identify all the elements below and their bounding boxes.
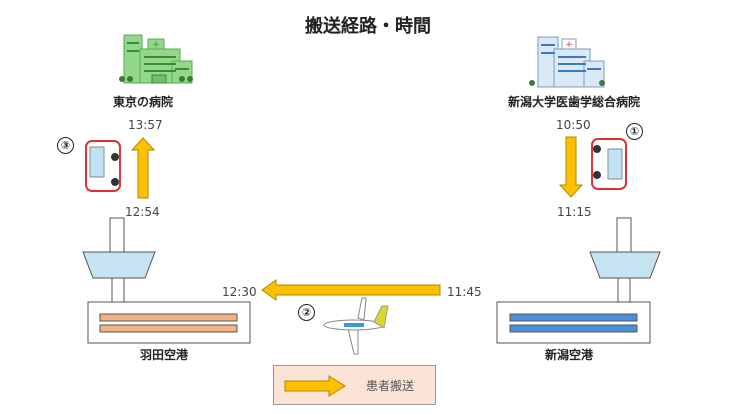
niigata-hospital-icon: + xyxy=(529,36,605,88)
down-arrow-icon xyxy=(558,136,584,198)
ambulance-icon xyxy=(85,140,121,192)
legend-label: 患者搬送 xyxy=(366,379,415,393)
step-2-badge: ② xyxy=(298,304,315,321)
up-arrow-icon xyxy=(130,137,156,199)
airplane-icon xyxy=(323,297,389,355)
niigata-hospital-label: 新潟大学医歯学総合病院 xyxy=(508,95,641,109)
tokyo-hospital-icon: + xyxy=(119,34,193,84)
tokyo-depart-time: 12:54 xyxy=(125,205,160,219)
haneda-airport-icon xyxy=(82,217,251,344)
niigata-depart-time: 11:45 xyxy=(447,285,482,299)
step-3-badge: ③ xyxy=(57,137,74,154)
haneda-arrive-time: 12:30 xyxy=(222,285,257,299)
step-1-badge: ① xyxy=(626,123,643,140)
legend: 患者搬送 xyxy=(273,365,436,405)
niigata-airport-label: 新潟空港 xyxy=(545,348,594,362)
page-title: 搬送経路・時間 xyxy=(305,16,431,37)
tokyo-arrive-time: 13:57 xyxy=(128,118,163,132)
left-arrow-icon xyxy=(261,279,441,301)
niigata-hospital-depart-time: 10:50 xyxy=(556,118,591,132)
haneda-airport-label: 羽田空港 xyxy=(140,348,189,362)
svg-text:+: + xyxy=(152,40,160,50)
tokyo-hospital-label: 東京の病院 xyxy=(113,95,174,109)
svg-text:+: + xyxy=(565,40,573,50)
niigata-airport-arrive-time: 11:15 xyxy=(557,205,592,219)
legend-arrow-icon xyxy=(284,375,346,397)
niigata-airport-icon xyxy=(496,217,661,344)
ambulance-icon xyxy=(591,138,627,190)
